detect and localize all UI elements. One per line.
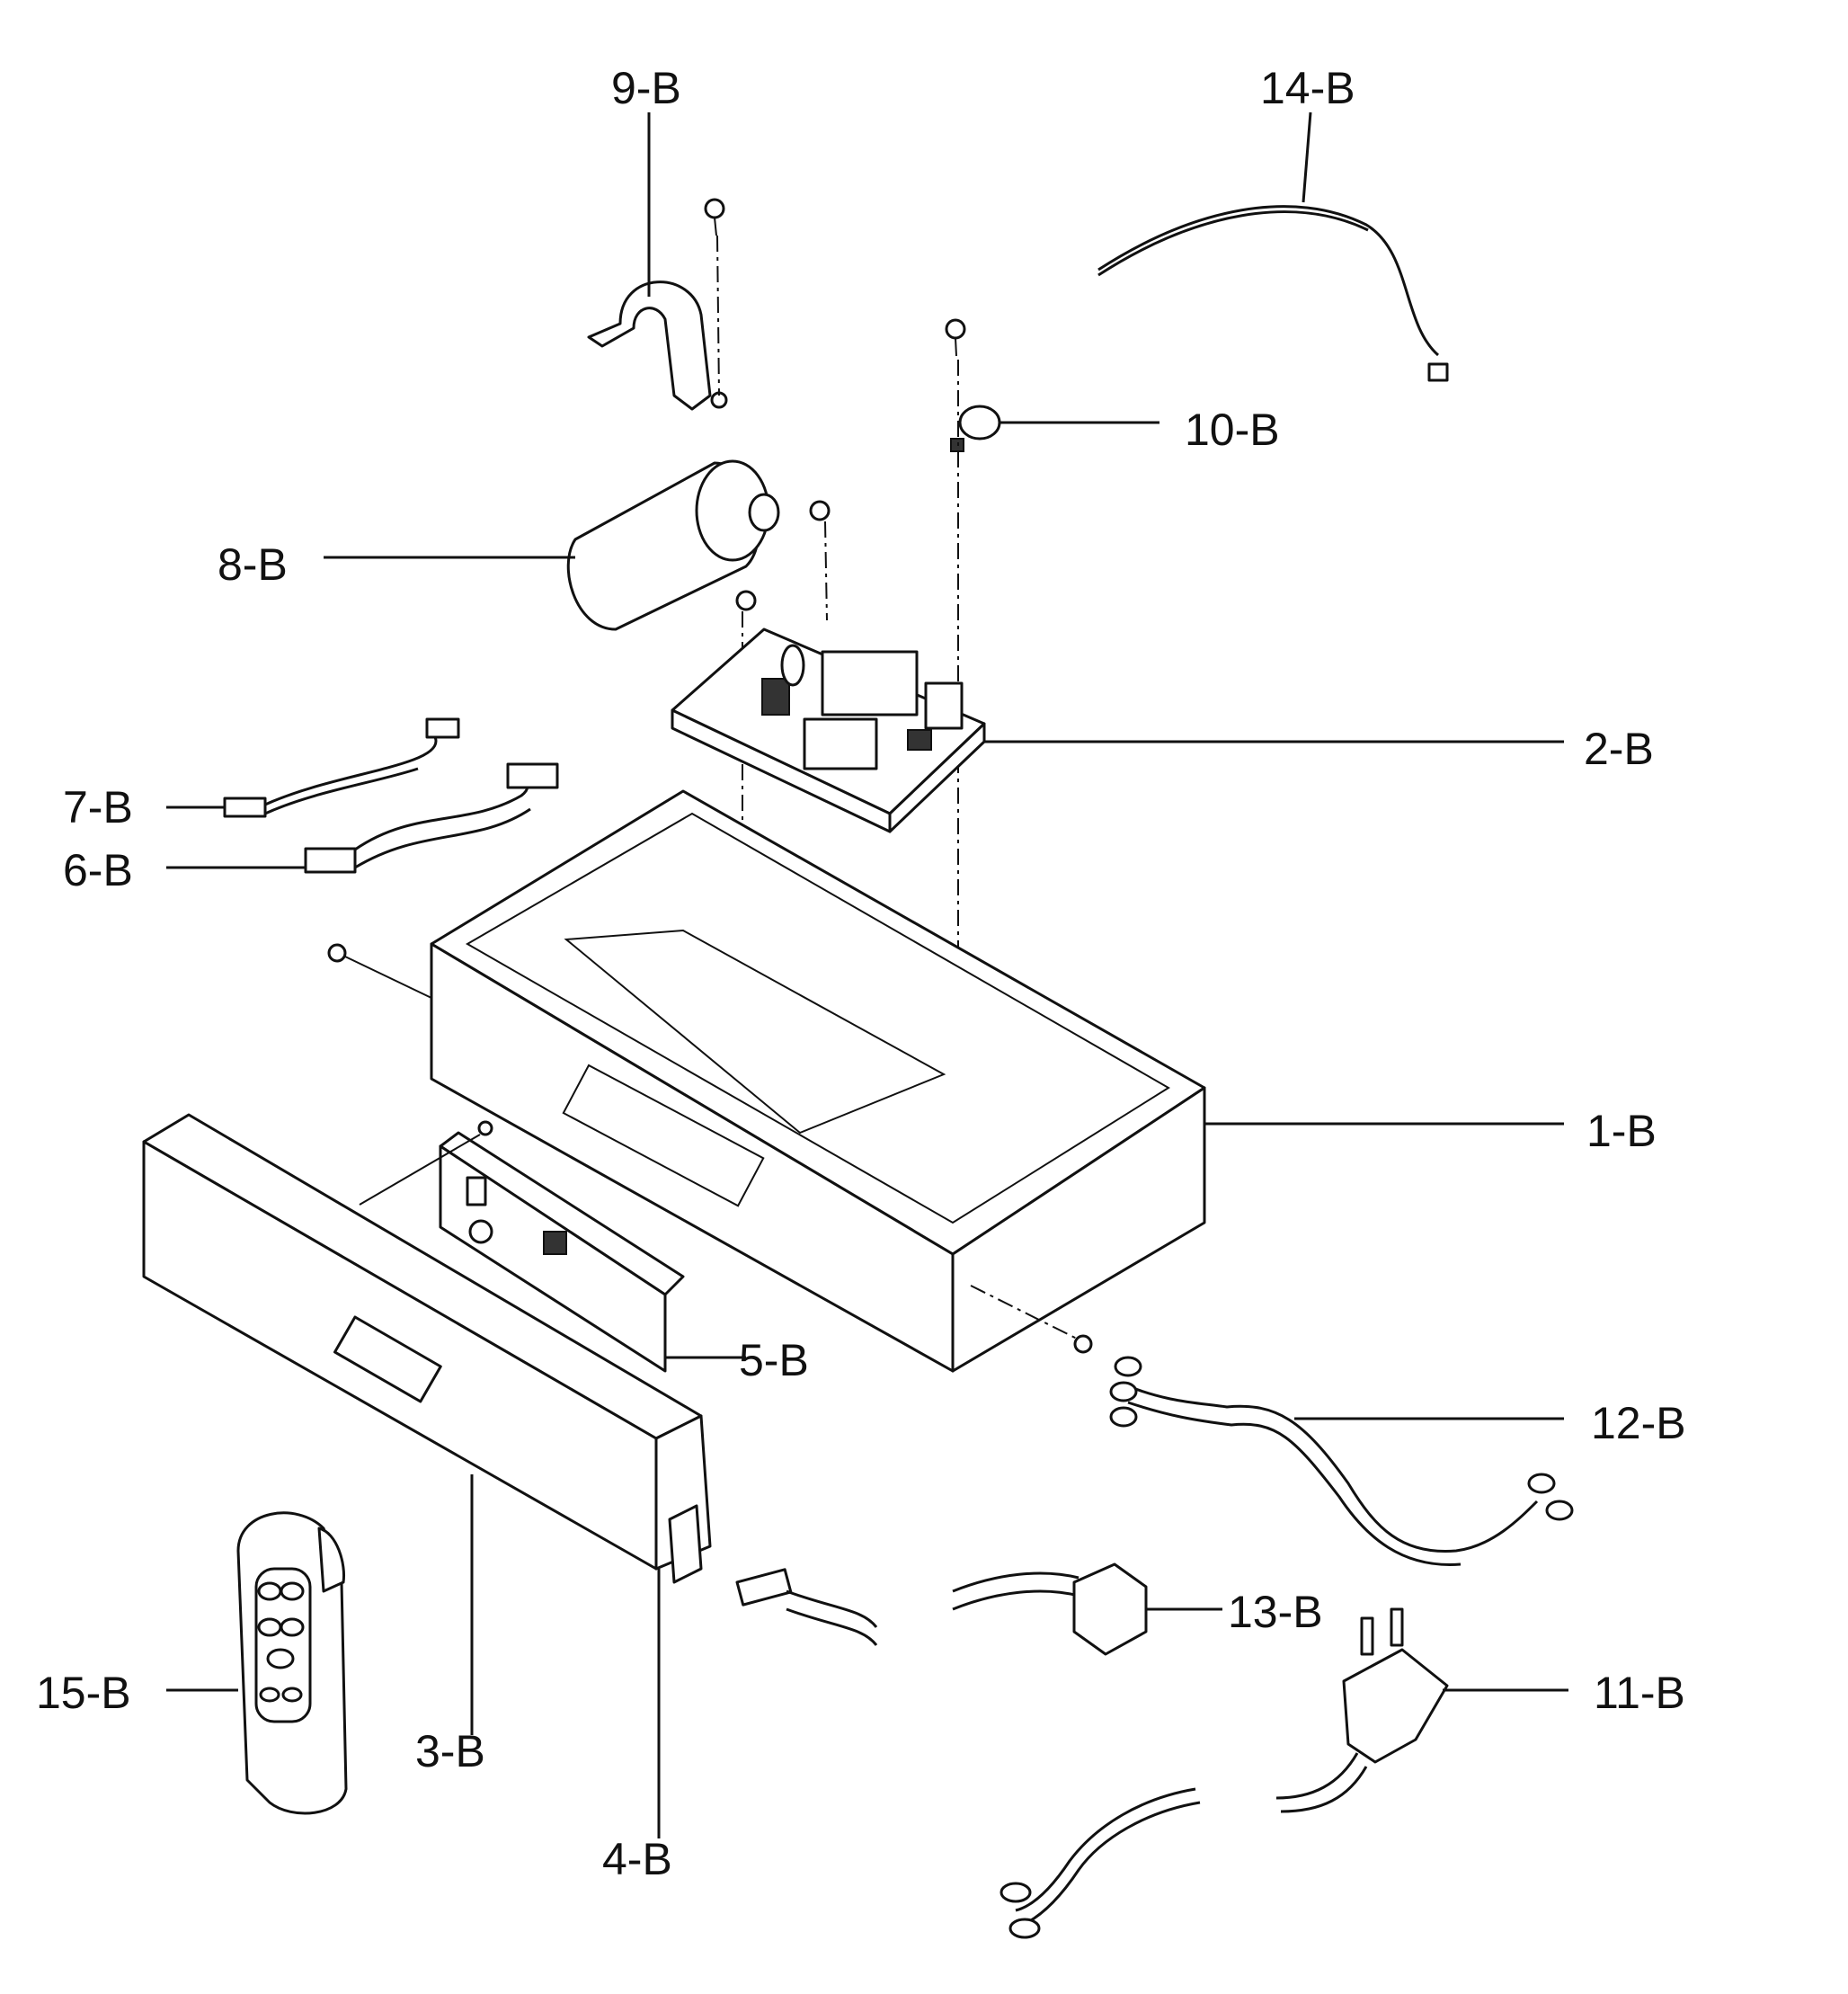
label-2-b: 2-B (1584, 724, 1654, 774)
part-7-b-harness (166, 717, 460, 818)
part-6-b-harness (166, 762, 559, 874)
part-1-b-chassis (327, 789, 1564, 1373)
part-labels: 9-B 14-B 10-B 8-B 2-B 7-B 6-B 1-B 5-B 12… (36, 63, 1686, 1884)
label-11-b: 11-B (1594, 1668, 1685, 1718)
label-9-b: 9-B (611, 63, 681, 113)
part-13-b-connector (735, 1562, 1222, 1656)
part-4-b-panel-clip (657, 1504, 703, 1838)
part-3-b-front-panel (142, 1113, 712, 1735)
part-14-b-sensor-wire (1097, 111, 1449, 382)
label-8-b: 8-B (218, 539, 288, 590)
part-12-b-wire-harness (1109, 1356, 1574, 1566)
label-13-b: 13-B (1228, 1587, 1323, 1637)
label-12-b: 12-B (1591, 1398, 1686, 1448)
label-4-b: 4-B (602, 1834, 672, 1884)
part-5-b-display-board (359, 1120, 746, 1373)
label-6-b: 6-B (63, 845, 133, 895)
part-15-b-remote (166, 1511, 348, 1815)
label-10-b: 10-B (1185, 405, 1280, 455)
part-2-b-control-board (671, 628, 1564, 833)
part-11-b-power-cord (1000, 1607, 1568, 1939)
label-3-b: 3-B (415, 1726, 485, 1776)
label-1-b: 1-B (1586, 1106, 1657, 1156)
label-15-b: 15-B (36, 1668, 131, 1718)
part-9-b-bracket (587, 112, 728, 411)
label-14-b: 14-B (1260, 63, 1355, 113)
label-7-b: 7-B (63, 782, 133, 832)
label-5-b: 5-B (739, 1335, 809, 1385)
